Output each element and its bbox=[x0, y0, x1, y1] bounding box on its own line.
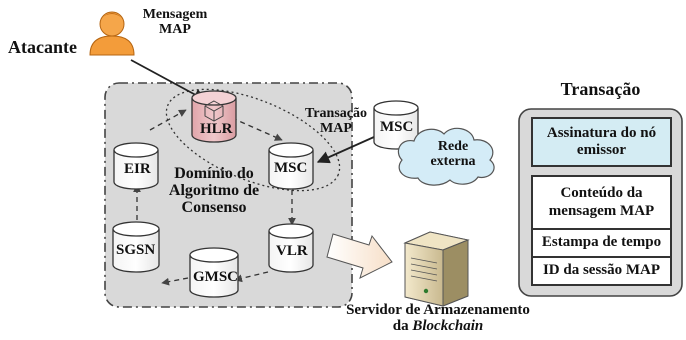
transaction-map-label: Transação MAP bbox=[300, 106, 372, 136]
node-sgsn-label: SGSN bbox=[116, 242, 156, 258]
consensus-line-1: Domínio do bbox=[174, 165, 254, 182]
field-sender-signature-line-1: Assinatura do nó bbox=[546, 124, 657, 141]
attacker-message-label: Mensagem MAP bbox=[136, 7, 214, 37]
transaction-panel-title: Transação bbox=[560, 79, 641, 99]
attacker-label: Atacante bbox=[8, 37, 77, 57]
server-label-line-1: Servidor de Armazenamento bbox=[346, 302, 530, 318]
node-hlr-label: HLR bbox=[200, 121, 233, 137]
node-gmsc-cylinder bbox=[189, 247, 239, 298]
transaction-map-line-1: Transação bbox=[305, 106, 367, 121]
field-message-content: Conteúdo da mensagem MAP bbox=[531, 175, 672, 230]
external-network-line-2: externa bbox=[430, 153, 476, 169]
node-msc-label: MSC bbox=[274, 160, 308, 176]
transaction-arrow bbox=[316, 136, 375, 164]
node-eir-label: EIR bbox=[124, 161, 151, 177]
server-label: Servidor de Armazenamento da Blockchain bbox=[318, 302, 558, 335]
external-network-line-1: Rede bbox=[437, 139, 469, 154]
storage-arrow bbox=[326, 233, 393, 279]
transaction-map-line-2: MAP bbox=[320, 120, 352, 136]
node-gmsc-label: GMSC bbox=[193, 269, 238, 285]
attacker-arrow bbox=[130, 59, 207, 101]
consensus-line-3: Consenso bbox=[181, 198, 247, 216]
node-msc-cylinder bbox=[268, 142, 314, 190]
field-timestamp: Estampa de tempo bbox=[531, 228, 672, 258]
node-vlr-cylinder bbox=[268, 223, 314, 273]
storage-server-icon bbox=[403, 231, 470, 307]
node-vlr-label: VLR bbox=[276, 243, 308, 259]
field-message-content-line-2: mensagem MAP bbox=[548, 202, 655, 219]
ring-arrows bbox=[133, 109, 296, 286]
hlr-cube-icon bbox=[204, 100, 224, 122]
external-msc-label: MSC bbox=[380, 119, 414, 135]
consensus-ellipse bbox=[165, 88, 341, 192]
field-sender-signature-line-2: emissor bbox=[576, 142, 627, 158]
node-eir-cylinder bbox=[113, 142, 159, 190]
consensus-domain-label: Domínio do Algoritmo de Consenso bbox=[158, 165, 270, 216]
node-sgsn-cylinder bbox=[112, 221, 160, 273]
external-network-label: Rede externa bbox=[420, 139, 486, 169]
field-sender-signature: Assinatura do nó emissor bbox=[531, 117, 672, 167]
external-msc-cylinder bbox=[373, 100, 419, 150]
server-label-line-2: da Blockchain bbox=[392, 317, 484, 334]
field-session-id: ID da sessão MAP bbox=[531, 256, 672, 286]
consensus-line-2: Algoritmo de bbox=[168, 181, 260, 199]
field-message-content-line-1: Conteúdo da bbox=[560, 185, 643, 202]
external-network-cloud bbox=[397, 127, 495, 186]
attacker-person-icon bbox=[89, 11, 135, 56]
attacker-message-line-2: MAP bbox=[159, 21, 191, 37]
blockchain-word: Blockchain bbox=[412, 317, 484, 334]
attacker-message-line-1: Mensagem bbox=[142, 7, 208, 22]
